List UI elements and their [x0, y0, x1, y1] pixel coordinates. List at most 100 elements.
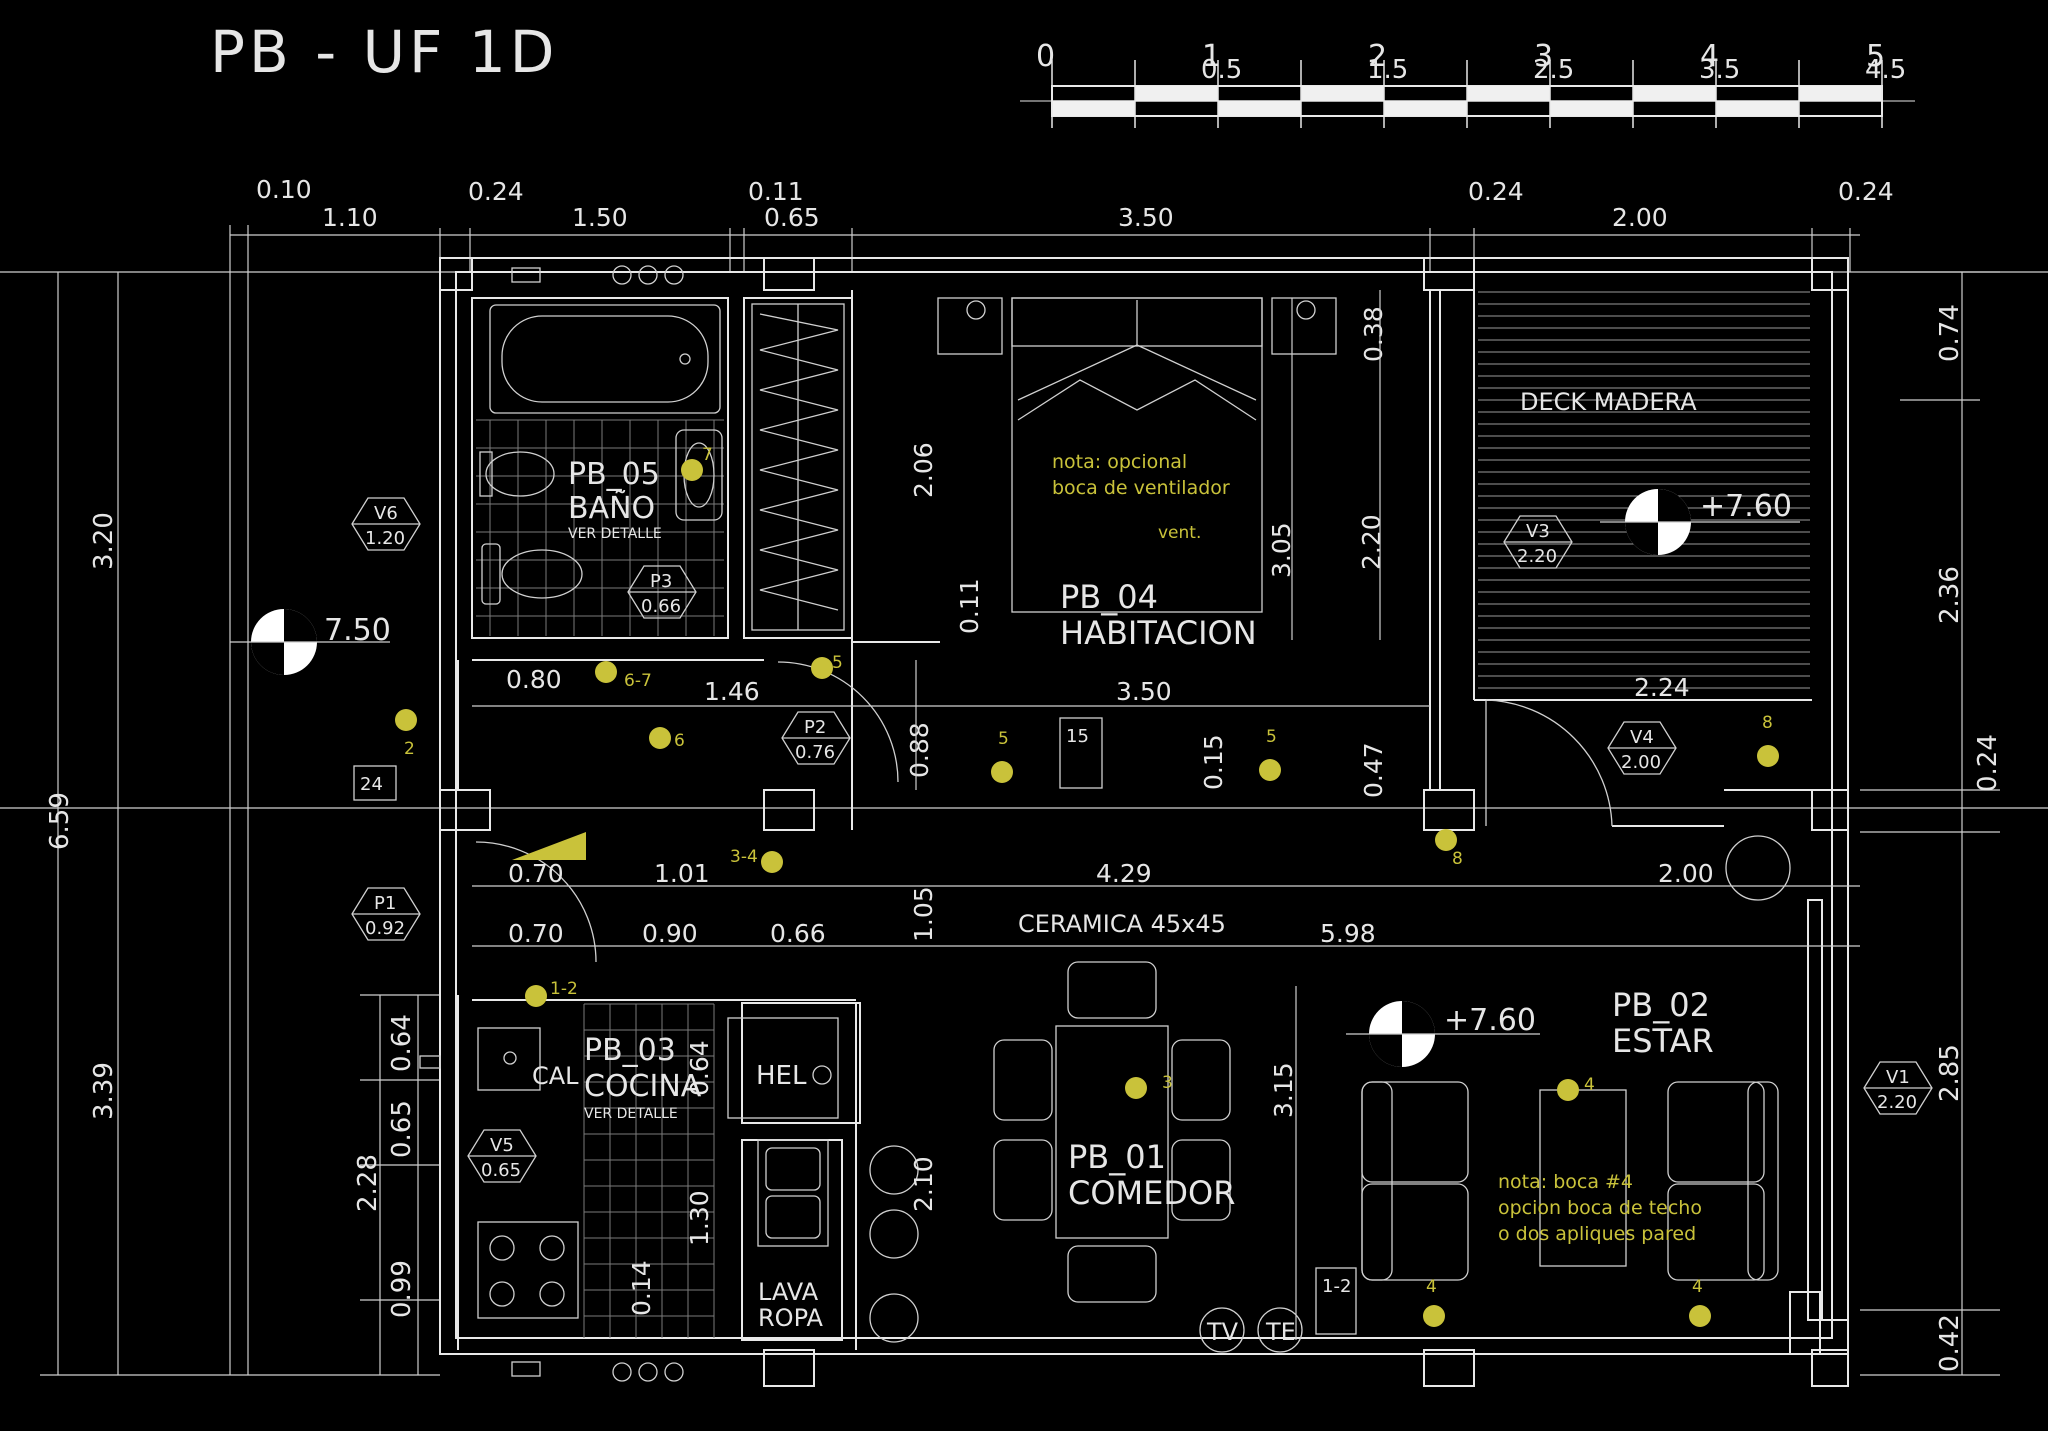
- opening-size: 0.66: [641, 596, 681, 617]
- room-comedor-code: PB_01: [1068, 1138, 1166, 1176]
- left-dimension: 0.65: [387, 1100, 417, 1158]
- doors: [475, 661, 1613, 963]
- interior-dimension: 2.10: [909, 1156, 938, 1212]
- opening-code: P2: [804, 717, 826, 738]
- opening-size: 2.20: [1877, 1092, 1917, 1113]
- sofa-right: [1667, 1081, 1779, 1281]
- left-dimensions: 3.206.593.390.642.280.650.99: [45, 512, 417, 1318]
- circuit-label: 4: [1426, 1277, 1437, 1297]
- opening-code: P3: [650, 571, 672, 592]
- interior-dimension: 1.05: [909, 886, 938, 942]
- room-bano-code: PB_05: [568, 457, 660, 492]
- walls: [439, 257, 1849, 1387]
- top-dimension: 3.50: [1118, 203, 1174, 232]
- label-lava: LAVA: [758, 1278, 819, 1306]
- circuit-label: 3-4: [730, 847, 758, 867]
- opening-tags: V61.20P30.66P20.76V32.20V42.00P10.92V50.…: [351, 497, 1933, 1183]
- electrical-outlet: [1557, 1079, 1579, 1101]
- interior-dimension: 0.70: [508, 919, 564, 948]
- circuit-label: 4: [1692, 1277, 1703, 1297]
- electrical-outlet: [595, 661, 617, 683]
- right-dimension: 0.74: [1935, 304, 1965, 362]
- dining-table: [993, 961, 1231, 1303]
- room-cocina-note: VER DETALLE: [584, 1106, 678, 1122]
- circuit-label: 5: [832, 653, 843, 673]
- interior-dimension: 0.14: [627, 1260, 656, 1316]
- electrical-outlet: [395, 709, 417, 731]
- left-dimension: 0.99: [387, 1260, 417, 1318]
- top-dimension: 1.10: [322, 203, 378, 232]
- circuit-label: 6-7: [624, 671, 652, 691]
- scale-label: 3.5: [1699, 55, 1740, 85]
- right-dimension: 2.36: [1935, 566, 1965, 624]
- room-cocina-name: COCINA: [584, 1069, 702, 1104]
- interior-dimension: 0.64: [685, 1040, 714, 1096]
- circuit-label: 8: [1452, 849, 1463, 869]
- panel-box: [1315, 1267, 1357, 1335]
- interior-dimension: 4.29: [1096, 859, 1152, 888]
- electrical-outlet: [1125, 1077, 1147, 1099]
- plant: [1725, 835, 1791, 901]
- top-dimension: 0.65: [764, 203, 820, 232]
- note-estar-3: o dos apliques pared: [1498, 1223, 1696, 1245]
- interior-dimension: 0.70: [508, 859, 564, 888]
- label-tv: TV: [1206, 1318, 1239, 1346]
- interior-dimension: 0.38: [1359, 306, 1388, 362]
- fridge: [727, 1017, 839, 1119]
- room-habitacion-name: HABITACION: [1060, 614, 1257, 652]
- left-dimension: 6.59: [45, 792, 75, 850]
- left-dimension: 3.20: [89, 512, 119, 570]
- electrical-outlet: [1259, 759, 1281, 781]
- scale-label: 1: [1202, 39, 1221, 74]
- panel-label: 1-2: [1322, 1276, 1351, 1297]
- opening-code: V3: [1526, 521, 1550, 542]
- interior-dimension: 3.15: [1269, 1062, 1298, 1118]
- interior-dimension: 0.47: [1359, 742, 1388, 798]
- room-bano-name: BAÑO: [568, 490, 655, 526]
- bed: [937, 297, 1337, 613]
- room-estar-code: PB_02: [1612, 986, 1710, 1024]
- electrical-outlet: [811, 657, 833, 679]
- panel-box: [353, 765, 397, 801]
- opening-size: 0.92: [365, 918, 405, 939]
- water-heater: [419, 1027, 541, 1091]
- interior-dimension: 0.15: [1199, 734, 1228, 790]
- scale-label: 2.5: [1533, 55, 1574, 85]
- interior-dimension: 2.20: [1357, 514, 1386, 570]
- level-deck: +7.60: [1700, 489, 1792, 524]
- opening-size: 2.00: [1621, 752, 1661, 773]
- electrical-outlet: [649, 727, 671, 749]
- electrical-outlet: [525, 985, 547, 1007]
- scale-label: 1.5: [1367, 55, 1408, 85]
- interior-dimension: 2.06: [909, 442, 938, 498]
- scale-label: 0.5: [1201, 55, 1242, 85]
- opening-code: V1: [1886, 1067, 1910, 1088]
- electrical-outlet: [761, 851, 783, 873]
- top-dimension: 0.11: [748, 177, 804, 206]
- label-cal: CAL: [532, 1062, 579, 1090]
- interior-dimension: 2.00: [1658, 859, 1714, 888]
- circuit-label: 3: [1162, 1073, 1173, 1093]
- interior-dimension: 1.01: [654, 859, 710, 888]
- circuit-label: 2: [404, 739, 415, 759]
- interior-dimension: 5.98: [1320, 919, 1376, 948]
- room-bano-note: VER DETALLE: [568, 526, 662, 542]
- closet: [751, 303, 845, 631]
- left-dimension: 0.64: [387, 1014, 417, 1072]
- room-habitacion-code: PB_04: [1060, 578, 1158, 616]
- top-dimension: 1.50: [572, 203, 628, 232]
- interior-dimension: 3.05: [1267, 522, 1296, 578]
- level-marker-estar: +7.60: [1346, 1001, 1540, 1067]
- interior-dimension: 2.24: [1634, 673, 1690, 702]
- toilet: [481, 543, 583, 605]
- label-ropa: ROPA: [758, 1304, 824, 1332]
- note-habitacion-2: boca de ventilador: [1052, 477, 1230, 499]
- room-cocina-code: PB_03: [584, 1033, 676, 1068]
- label-hel: HEL: [756, 1061, 807, 1091]
- scale-label: 5: [1866, 39, 1885, 74]
- opening-size: 0.65: [481, 1160, 521, 1181]
- right-dimension: 0.42: [1935, 1314, 1965, 1372]
- level-marker-exterior: 7.50: [230, 609, 391, 675]
